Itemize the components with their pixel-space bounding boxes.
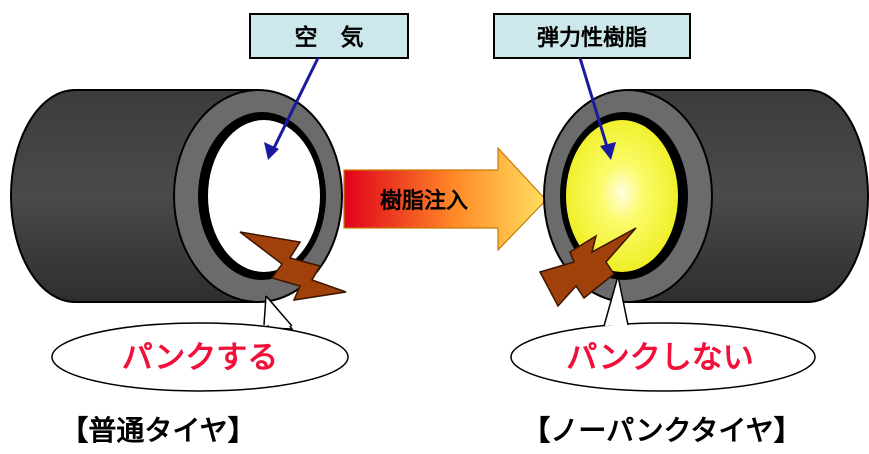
puncture-bolt-icon bbox=[538, 227, 637, 308]
resin-label-box: 弾力性樹脂 bbox=[493, 13, 691, 59]
air-label-box: 空 気 bbox=[249, 13, 409, 59]
air-label: 空 気 bbox=[295, 24, 364, 51]
no-puncture-tire-caption: 【ノーパンクタイヤ】 bbox=[522, 414, 801, 447]
air-pointer-arrow bbox=[264, 57, 320, 160]
puncture-bubble: パンクする bbox=[51, 295, 349, 392]
resin-injection-label: 樹脂注入 bbox=[380, 188, 468, 214]
tire-inner-resin bbox=[566, 120, 678, 272]
puncture-text: パンクする bbox=[122, 340, 279, 376]
resin-pointer-arrow bbox=[578, 57, 616, 160]
no-puncture-bubble: パンクしない bbox=[510, 275, 816, 392]
puncture-bolt-icon bbox=[239, 231, 347, 301]
tire-inner-air bbox=[208, 120, 320, 272]
resin-injection-arrow: 樹脂注入 bbox=[343, 146, 547, 252]
normal-tire-caption: 【普通タイヤ】 bbox=[60, 414, 255, 447]
normal-tire bbox=[10, 89, 343, 303]
no-puncture-text: パンクしない bbox=[566, 340, 754, 376]
resin-label: 弾力性樹脂 bbox=[537, 25, 647, 51]
